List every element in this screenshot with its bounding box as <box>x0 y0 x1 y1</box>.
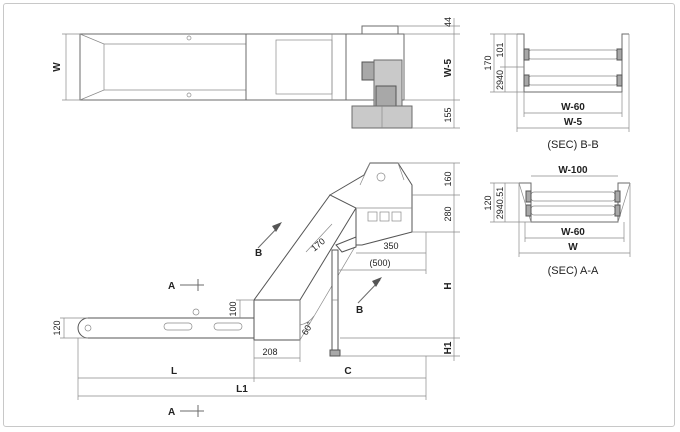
motor-gearbox <box>375 85 397 107</box>
side-dim-100: 100 <box>228 301 238 316</box>
bb-dim-w60: W-60 <box>561 102 585 113</box>
side-dim-208: 208 <box>262 347 277 357</box>
tail-lifting-eye <box>192 308 200 316</box>
support-foot <box>329 349 341 357</box>
section-bb-roller-2 <box>616 48 623 61</box>
top-view-body-middle <box>245 33 347 101</box>
bb-dim-101: 101 <box>495 42 505 57</box>
top-view: W 44 W-5 155 <box>52 17 460 129</box>
side-dim-L1: L1 <box>236 384 248 395</box>
bb-dim-2940: 2940 <box>495 70 505 90</box>
side-dim-160: 160 <box>443 171 453 186</box>
side-view-tail <box>77 317 255 339</box>
section-bb-belt-bottom <box>527 75 619 86</box>
top-view-bolt-bottom <box>186 92 192 98</box>
tail-pulley <box>84 324 92 332</box>
drawing-frame <box>3 3 675 427</box>
dim-44-label: 44 <box>443 17 453 27</box>
side-dim-60deg: 60° <box>300 320 316 337</box>
bb-dim-w5: W-5 <box>564 117 583 128</box>
marker-b-2: B <box>356 305 363 316</box>
top-view-bolt-top <box>186 35 192 41</box>
section-aa-roller-4 <box>614 204 621 217</box>
tail-slot-2 <box>213 322 243 331</box>
dim-w5-label: W-5 <box>443 59 454 78</box>
section-bb-roller-4 <box>616 74 623 87</box>
marker-a-2: A <box>168 407 175 418</box>
bb-dim-170: 170 <box>483 55 493 70</box>
top-view-head-cap <box>361 25 399 35</box>
angle-arc <box>299 315 315 326</box>
side-dim-350: 350 <box>383 241 398 251</box>
motor-terminal-box <box>361 61 375 81</box>
side-dim-L: L <box>171 366 177 377</box>
aa-dim-w: W <box>568 242 578 253</box>
side-dim-120: 120 <box>52 320 62 335</box>
section-aa-belt-bottom <box>530 205 616 216</box>
section-aa-title: (SEC) A-A <box>548 265 599 277</box>
side-dim-H1: H1 <box>443 341 454 354</box>
dim-w-label: W <box>52 62 63 72</box>
head-box-3 <box>391 211 402 222</box>
incline-underside <box>299 244 357 341</box>
section-aa-roller-3 <box>525 204 532 217</box>
section-bb-belt-top <box>527 49 619 60</box>
section-aa: W-100 120 2940.51 W-60 W (SEC) A-A <box>483 165 631 277</box>
marker-b-1: B <box>255 248 262 259</box>
side-dim-C: C <box>344 366 351 377</box>
aa-dim-w100: W-100 <box>558 165 588 176</box>
side-view-hopper <box>253 299 301 341</box>
section-aa-channel <box>519 182 630 223</box>
tail-slot-1 <box>163 322 193 331</box>
dim-155-label: 155 <box>443 107 453 122</box>
head-pulley <box>376 172 386 182</box>
marker-a-1: A <box>168 281 175 292</box>
section-aa-roller-1 <box>525 190 532 203</box>
side-dim-280: 280 <box>443 206 453 221</box>
section-bb-roller-3 <box>523 74 530 87</box>
support-leg <box>331 249 339 355</box>
head-box-2 <box>379 211 390 222</box>
section-bb: 101 170 2940 W-60 W-5 (SEC) B-B <box>483 33 630 151</box>
section-bb-roller-1 <box>523 48 530 61</box>
side-dim-500: (500) <box>369 258 390 268</box>
section-bb-title: (SEC) B-B <box>547 139 598 151</box>
top-view-taper-top <box>79 33 246 45</box>
section-aa-belt-top <box>530 191 616 202</box>
side-view: B B A A 160 280 H H1 350 (500) 170 <box>52 162 460 418</box>
top-view-taper-bottom <box>79 89 246 101</box>
marker-b-arrow-1 <box>272 222 282 232</box>
aa-dim-w60: W-60 <box>561 227 585 238</box>
discharge-chute <box>335 236 357 253</box>
head-slope-r <box>397 162 405 181</box>
section-aa-roller-2 <box>614 190 621 203</box>
aa-dim-294051: 2940.51 <box>495 187 505 220</box>
side-dim-170-line <box>305 223 333 253</box>
top-view-inner-panel <box>275 39 333 95</box>
head-box-1 <box>367 211 378 222</box>
head-slope <box>359 162 371 186</box>
section-bb-channel <box>517 33 629 93</box>
marker-b-arrow-2 <box>372 277 382 287</box>
side-dim-H: H <box>443 282 454 289</box>
aa-dim-120: 120 <box>483 195 493 210</box>
